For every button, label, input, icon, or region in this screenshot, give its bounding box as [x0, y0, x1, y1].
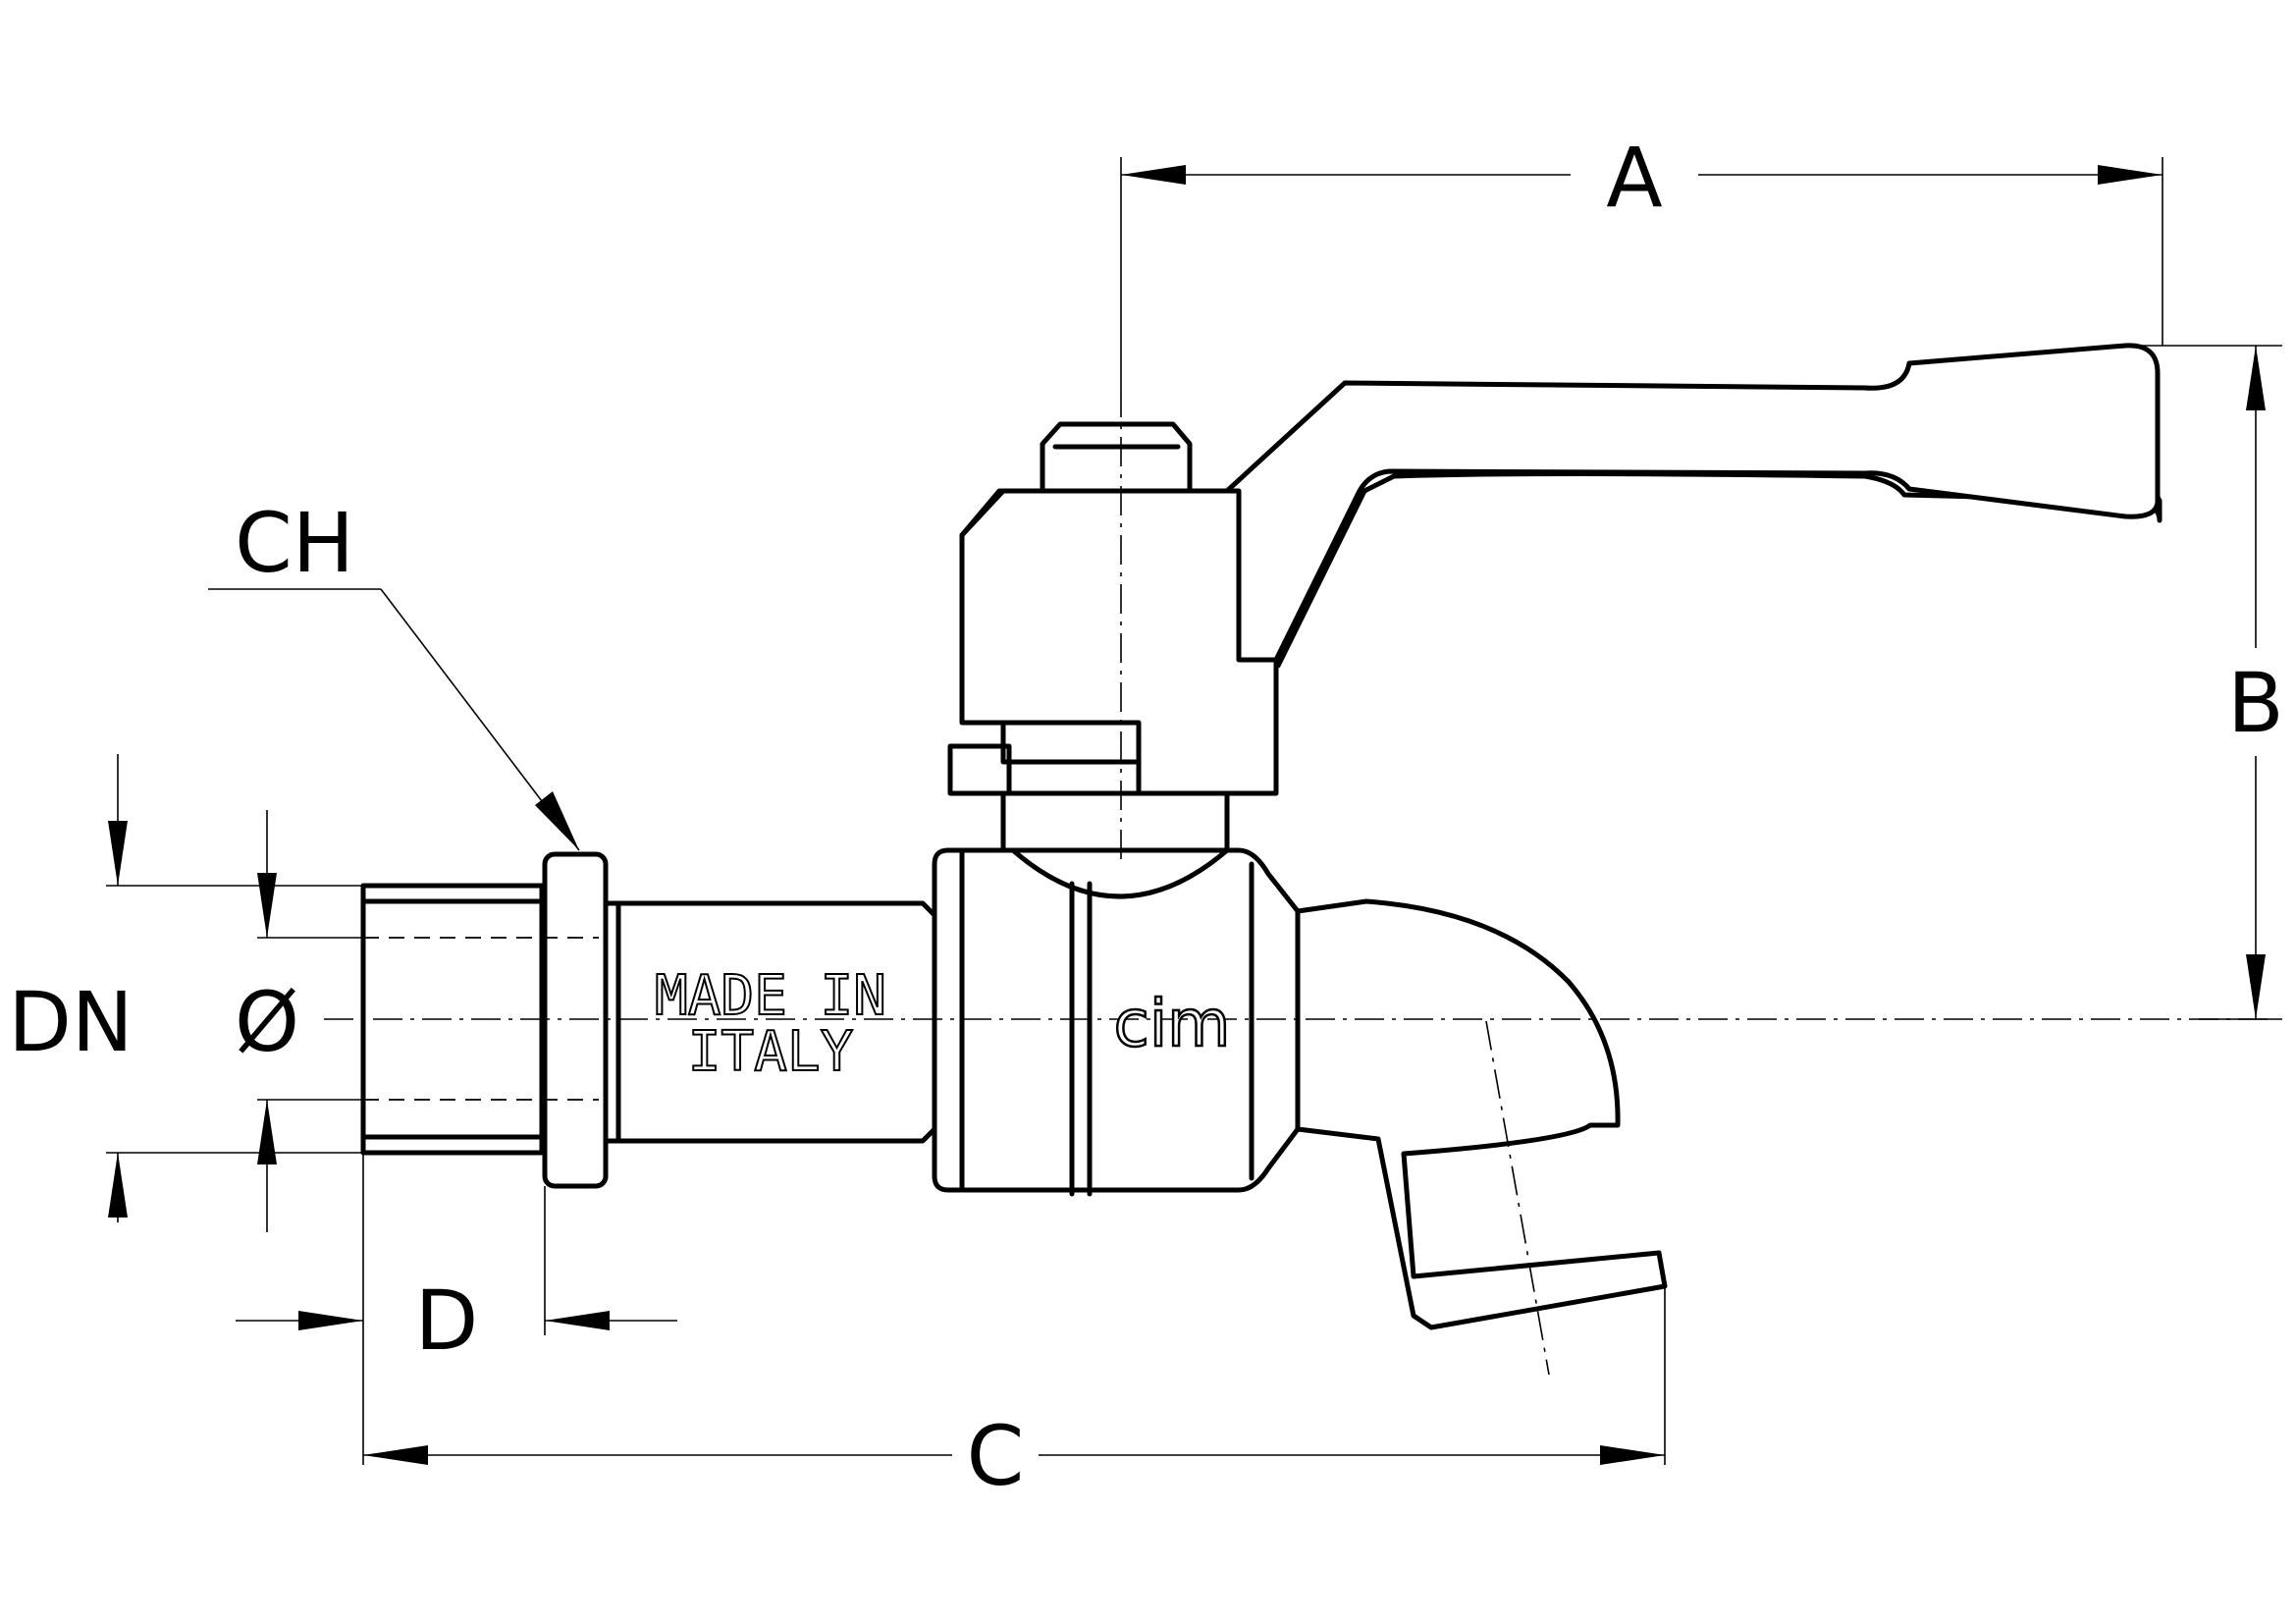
dimension-lines [106, 157, 2282, 1465]
label-diameter: Ø [235, 974, 299, 1070]
dim-b-arrow-bottom [2246, 954, 2266, 1019]
spout-centerline [1485, 1020, 1550, 1376]
stem-boss-arc [1010, 847, 1230, 899]
handle-lever [1224, 343, 2161, 663]
marking-italy: ITALY [688, 1020, 854, 1084]
dim-b-arrow-top [2246, 346, 2266, 410]
label-dn: DN [8, 974, 133, 1070]
dim-a-arrow-left [1121, 165, 1186, 185]
dim-a-arrow-right [2098, 165, 2163, 185]
spout [1295, 898, 1668, 1330]
dim-dia-arrow-bottom [257, 1100, 277, 1164]
dim-dn-arrow-bottom [108, 1153, 128, 1218]
hex-nut [542, 851, 609, 1189]
construction-lines [324, 388, 2275, 1376]
dim-dia-arrow-top [257, 873, 277, 938]
marking-made-in: MADE IN [655, 964, 886, 1028]
gland-ring [1000, 720, 1142, 765]
valve-outline [360, 343, 2163, 1330]
label-d: D [415, 1272, 479, 1369]
dim-d-arrow-right [545, 1311, 610, 1330]
label-c: C [967, 1408, 1025, 1504]
dim-dn-arrow-top [108, 821, 128, 886]
stem-boss [1000, 790, 1230, 853]
label-a: A [1606, 130, 1662, 226]
label-ch: CH [235, 495, 354, 591]
dim-c-arrow-right [1600, 1445, 1665, 1465]
gland-nut [947, 743, 1012, 796]
body-markings: MADE IN ITALY cim [654, 963, 1232, 1085]
stem-nut [1040, 421, 1193, 494]
dim-ch-arrow [535, 791, 579, 850]
dimension-labels: A B C D CH DN Ø [8, 130, 2284, 1504]
brand-logo: cim [1114, 986, 1231, 1061]
label-b: B [2227, 655, 2284, 751]
dim-d-arrow-left [298, 1311, 363, 1330]
dim-c-arrow-left [363, 1445, 428, 1465]
